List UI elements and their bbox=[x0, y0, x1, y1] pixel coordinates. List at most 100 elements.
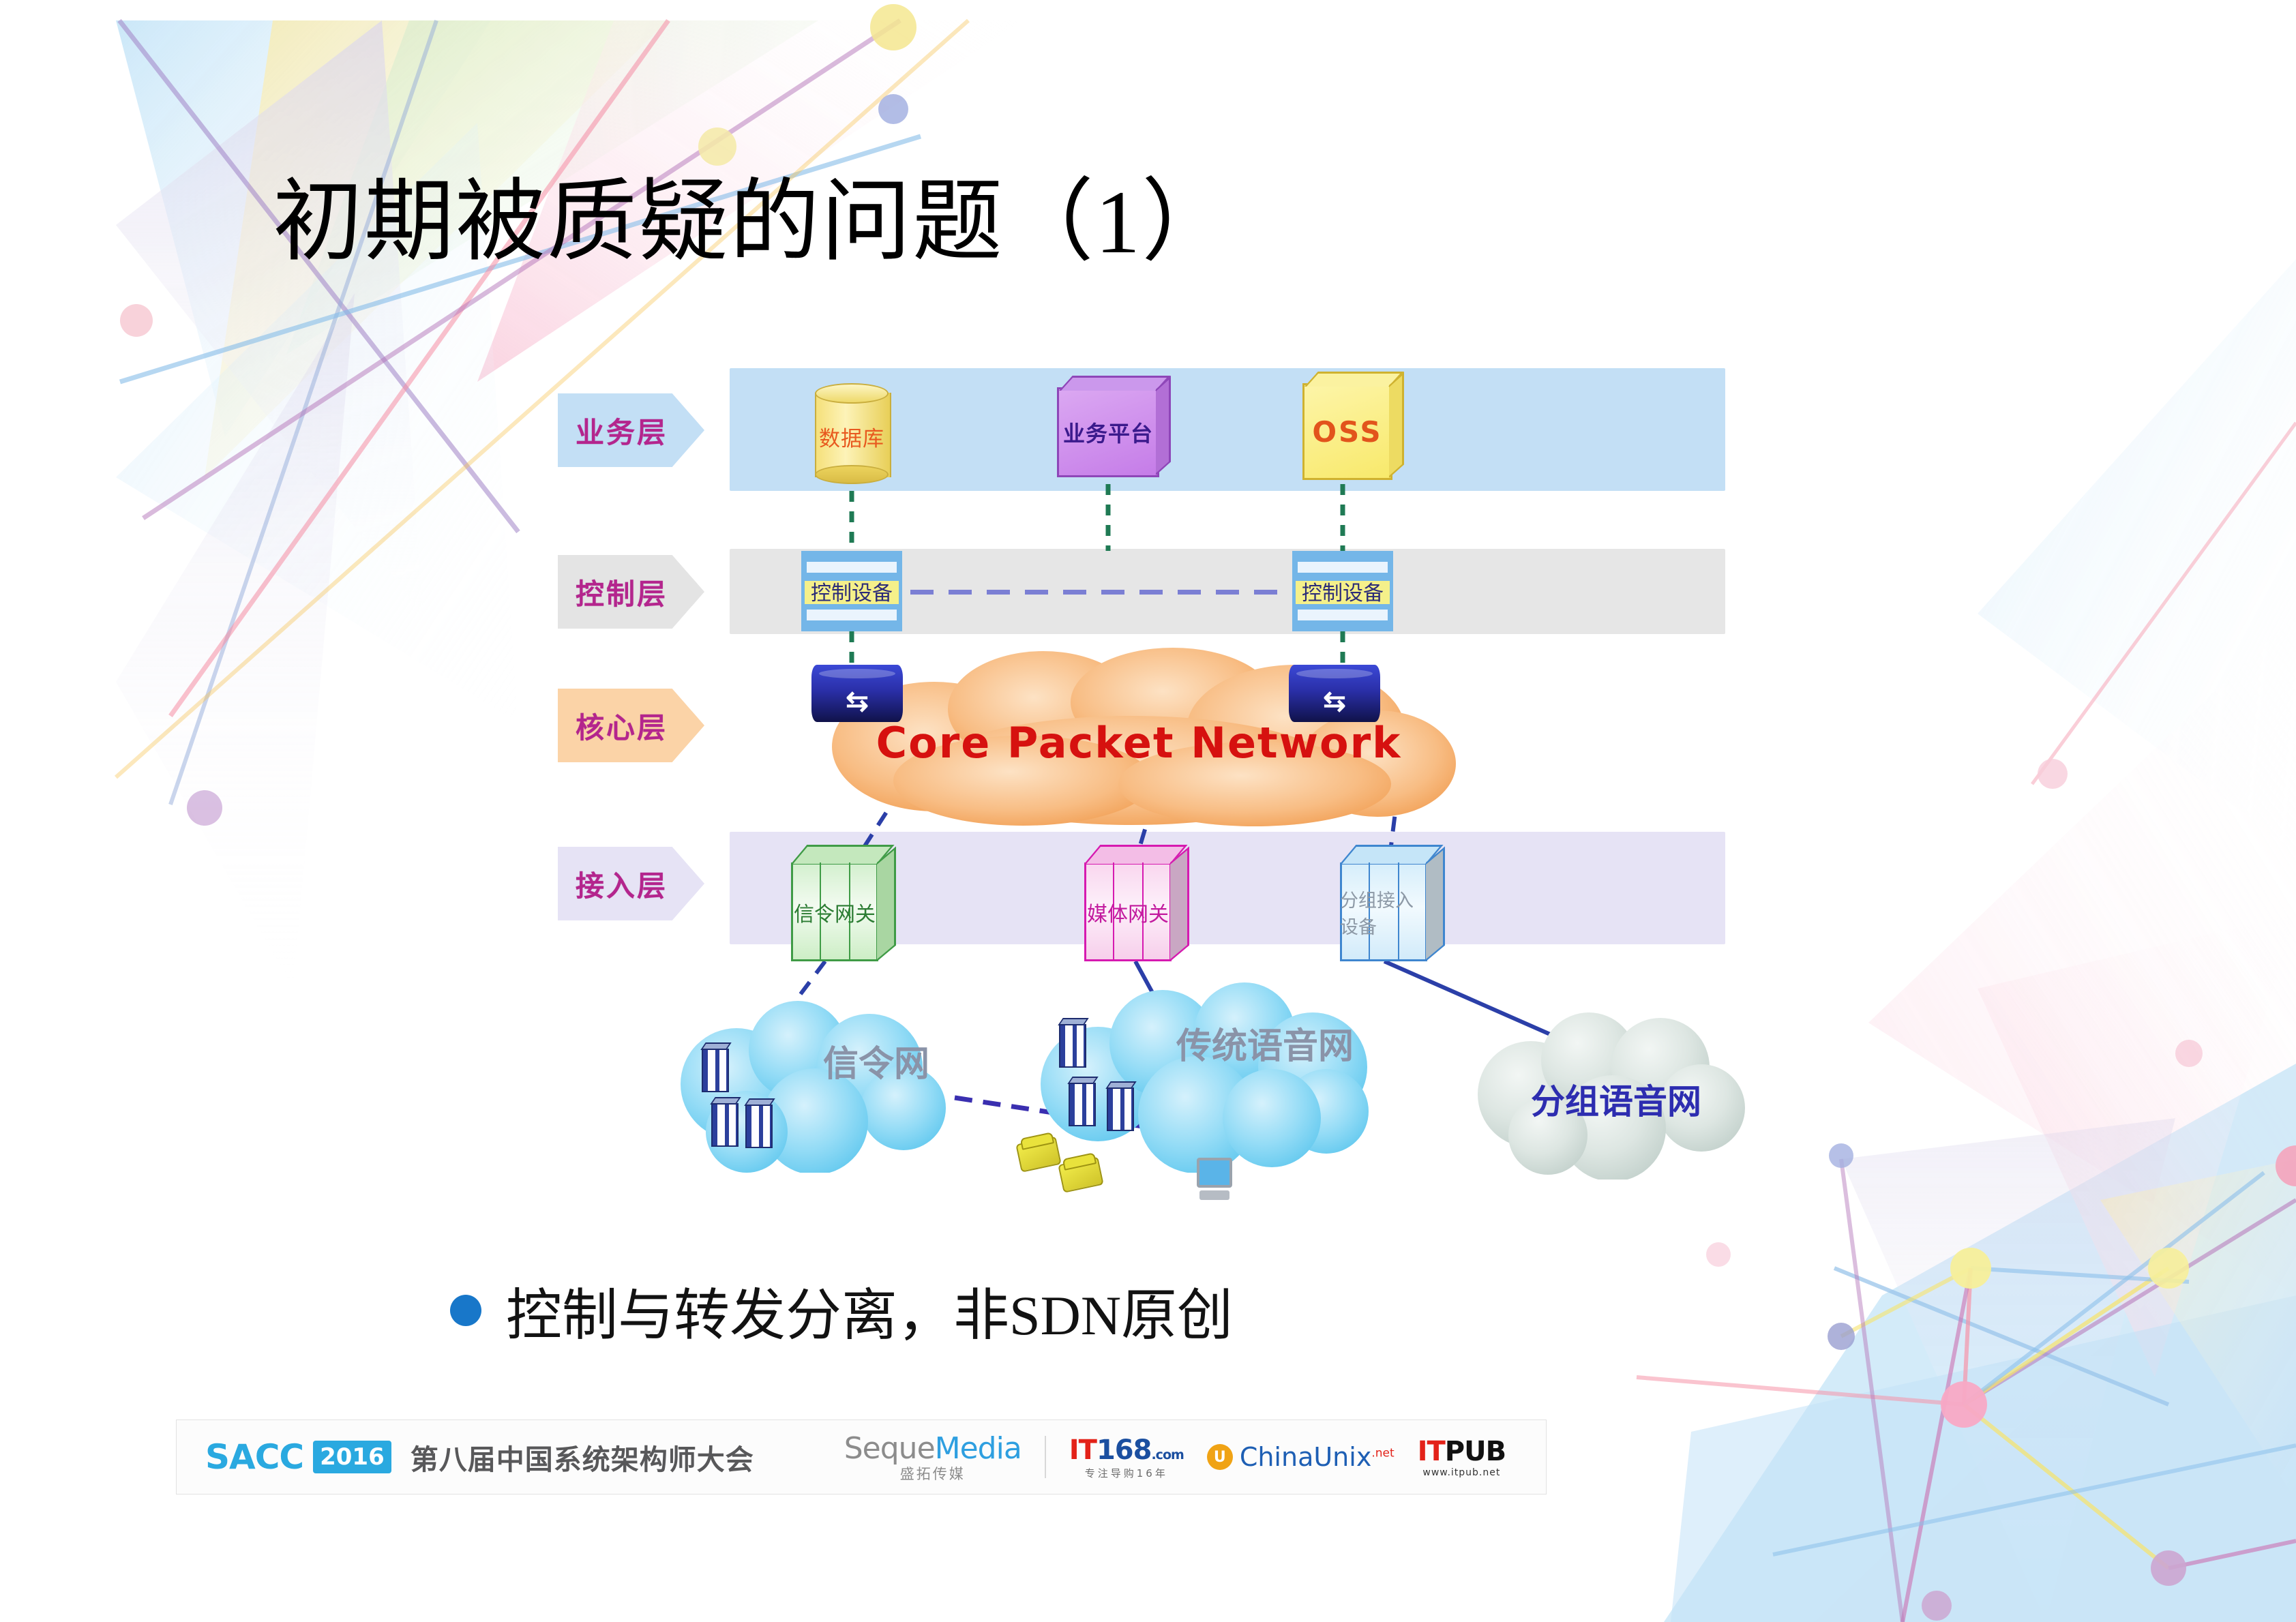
sponsor-divider bbox=[1044, 1436, 1046, 1478]
seque-text: Seque bbox=[844, 1430, 936, 1466]
bullet-dot-icon bbox=[450, 1294, 481, 1326]
cylinder-body bbox=[815, 393, 891, 477]
cylinder-bottom bbox=[815, 465, 889, 484]
router-x-glyph: ⇆ bbox=[1323, 687, 1346, 717]
node-signaling-gateway-label: 信令网关 bbox=[794, 903, 876, 926]
node-oss: OSS bbox=[1302, 372, 1404, 480]
chinaunix-name: ChinaUnix bbox=[1239, 1442, 1372, 1472]
switch-icon bbox=[1058, 1018, 1089, 1068]
node-database-label: 数据库 bbox=[819, 427, 884, 451]
layer-tag-control-label: 控制层 bbox=[576, 577, 668, 611]
itpub-url: www.itpub.net bbox=[1422, 1467, 1501, 1478]
switch-icon bbox=[710, 1097, 741, 1147]
itpub-wordmark: ITPUB bbox=[1418, 1436, 1506, 1467]
dotcom-text: .com bbox=[1151, 1447, 1184, 1462]
sacc-logo: SACC 2016 第八届中国系统架构师大会 bbox=[205, 1437, 754, 1477]
sponsor-itpub: ITPUB www.itpub.net bbox=[1418, 1436, 1506, 1478]
switch-icon bbox=[1067, 1077, 1099, 1126]
layer-tag-service: 业务层 bbox=[558, 393, 704, 467]
node-service-platform: 业务平台 bbox=[1057, 376, 1171, 477]
gw-side-face bbox=[1170, 846, 1189, 961]
signaling-network-label: 信令网 bbox=[822, 1045, 929, 1084]
sequemedia-wordmark: SequeMedia bbox=[844, 1431, 1022, 1466]
stripe bbox=[807, 562, 897, 573]
cylinder-top bbox=[815, 383, 889, 404]
gw-side-face bbox=[1426, 846, 1445, 961]
it168-wordmark: IT168.com bbox=[1069, 1435, 1184, 1466]
it-text: IT bbox=[1069, 1434, 1097, 1466]
gw-slit bbox=[1369, 862, 1370, 961]
core-cloud-label: Core Packet Network bbox=[876, 718, 1402, 768]
gw-slit bbox=[820, 862, 821, 961]
bullet-row: 控制与转发分离，非SDN原创 bbox=[450, 1270, 1233, 1351]
legacy-voice-network-label: 传统语音网 bbox=[1176, 1027, 1354, 1066]
layer-tag-control: 控制层 bbox=[558, 555, 704, 629]
sponsor-logos: SequeMedia 盛拓传媒 IT168.com 专注导购16年 U Chin… bbox=[844, 1431, 1506, 1484]
node-packet-access-device: 分组接入设备 bbox=[1340, 845, 1445, 961]
conference-chinese-name: 第八届中国系统架构师大会 bbox=[410, 1443, 754, 1476]
box-top-face bbox=[1059, 376, 1171, 391]
it-text: IT bbox=[1417, 1436, 1446, 1467]
sponsor-sequemedia: SequeMedia 盛拓传媒 bbox=[844, 1431, 1022, 1484]
gw-slit bbox=[1113, 862, 1114, 961]
packet-voice-network-cloud: 分组语音网 bbox=[1466, 1009, 1759, 1180]
chinaunix-mark-icon: U bbox=[1206, 1444, 1233, 1470]
router-icon: ⇆ bbox=[1289, 665, 1380, 722]
node-packet-access-device-label: 分组接入设备 bbox=[1340, 890, 1414, 937]
node-oss-label: OSS bbox=[1312, 415, 1383, 449]
router-x-glyph: ⇆ bbox=[846, 687, 869, 717]
telephone-icon bbox=[1058, 1156, 1104, 1193]
computer-icon bbox=[1197, 1158, 1232, 1200]
switch-icon bbox=[744, 1098, 775, 1148]
node-control-device-right: 控制设备 bbox=[1292, 551, 1393, 631]
sponsor-it168: IT168.com 专注导购16年 bbox=[1069, 1435, 1184, 1480]
layer-tag-access-label: 接入层 bbox=[576, 869, 668, 903]
sponsor-chinaunix: U ChinaUnix.net bbox=[1206, 1442, 1395, 1472]
node-media-gateway: 媒体网关 bbox=[1084, 845, 1189, 961]
sacc-year-badge: 2016 bbox=[313, 1441, 391, 1473]
gw-slit bbox=[849, 862, 850, 961]
layer-tag-access: 接入层 bbox=[558, 847, 704, 920]
chinaunix-tld: .net bbox=[1371, 1446, 1395, 1460]
node-database: 数据库 bbox=[815, 383, 891, 484]
box-side-face bbox=[1156, 376, 1171, 475]
gw-slit bbox=[1142, 862, 1144, 961]
router-icon: ⇆ bbox=[811, 665, 903, 722]
node-media-gateway-label: 媒体网关 bbox=[1087, 903, 1169, 926]
stripe bbox=[1298, 562, 1388, 573]
page-title: 初期被质疑的问题（1） bbox=[273, 172, 1233, 272]
gw-slit bbox=[1398, 862, 1399, 961]
box-side-face bbox=[1389, 372, 1404, 478]
stripe bbox=[807, 610, 897, 620]
chinaunix-wordmark: ChinaUnix.net bbox=[1240, 1442, 1395, 1472]
highlight-band bbox=[805, 581, 899, 604]
packet-cloud-shape bbox=[1478, 1012, 1745, 1180]
network-architecture-diagram: 业务层 控制层 核心层 接入层 数据库 业务平台 bbox=[518, 355, 1773, 1227]
control-plane-link bbox=[910, 590, 1291, 595]
node-control-device-right-label: 控制设备 bbox=[1302, 582, 1384, 605]
stripe bbox=[1298, 610, 1388, 620]
packet-voice-network-label: 分组语音网 bbox=[1531, 1083, 1701, 1121]
node-service-platform-label: 业务平台 bbox=[1062, 421, 1153, 447]
switch-icon bbox=[1105, 1081, 1137, 1131]
sequemedia-chinese: 盛拓传媒 bbox=[899, 1465, 966, 1482]
service-layer-band bbox=[730, 368, 1725, 491]
bullet-text: 控制与转发分离，非SDN原创 bbox=[506, 1285, 1234, 1347]
legacy-voice-network-cloud: 传统语音网 bbox=[1015, 982, 1388, 1200]
footer-bar: SACC 2016 第八届中国系统架构师大会 SequeMedia 盛拓传媒 I… bbox=[176, 1420, 1547, 1495]
layer-tag-core-label: 核心层 bbox=[576, 710, 668, 745]
media-text: Media bbox=[934, 1430, 1022, 1466]
gw-face bbox=[1084, 862, 1172, 961]
it168-tagline: 专注导购16年 bbox=[1084, 1467, 1168, 1480]
switch-icon bbox=[700, 1042, 732, 1092]
gw-side-face bbox=[877, 846, 896, 961]
pub-text: PUB bbox=[1444, 1436, 1506, 1467]
layer-tag-service-label: 业务层 bbox=[576, 415, 668, 449]
node-control-device-left-label: 控制设备 bbox=[811, 582, 893, 605]
sacc-wordmark: SACC bbox=[205, 1437, 304, 1477]
num-text: 168 bbox=[1096, 1434, 1152, 1466]
node-control-device-left: 控制设备 bbox=[801, 551, 902, 631]
node-signaling-gateway: 信令网关 bbox=[791, 845, 896, 961]
layer-tag-core: 核心层 bbox=[558, 689, 704, 762]
highlight-band bbox=[1296, 581, 1390, 604]
